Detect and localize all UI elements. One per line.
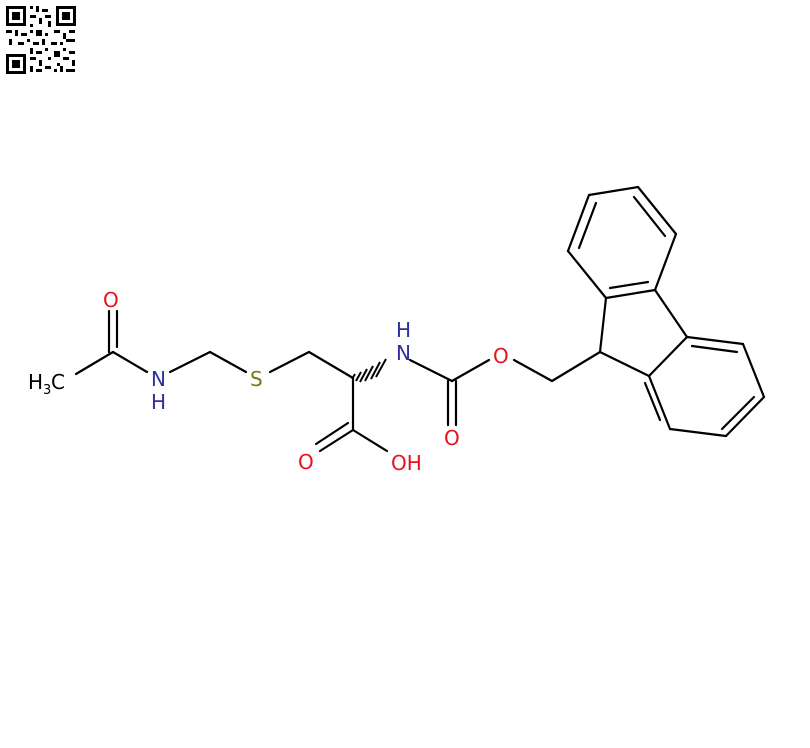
bond-n-carbamate-c [408, 358, 454, 383]
bond-lr-1b [690, 344, 739, 354]
bond-c8a-c4b [647, 335, 689, 378]
bond-lr-1 [685, 335, 745, 346]
bonds [74, 185, 766, 453]
atom-n-carbamate-h: H [396, 318, 411, 342]
atom-o-carbamate-carbonyl: O [444, 426, 460, 450]
bond-s-ch2 [268, 350, 311, 374]
bond-lr-5b [643, 381, 662, 422]
bond-acetyl-n [111, 350, 149, 374]
bond-lr-5 [647, 374, 672, 431]
bond-ur-2b [577, 201, 598, 250]
bond-c9-c9a [598, 296, 608, 354]
atom-n-amide: N [151, 367, 166, 391]
bond-cooh-co-2 [314, 421, 350, 446]
bond-ur-1 [566, 249, 608, 300]
bond-ch2-c9 [550, 350, 602, 383]
bond-cooh-co-1 [318, 428, 355, 453]
bond-c4a-c4b [653, 288, 689, 339]
bond-lr-3 [724, 395, 766, 438]
bond-ur-5 [653, 232, 678, 292]
bond-c9-c8a [598, 350, 651, 378]
atom-ch3-subscript: 3 [43, 383, 51, 398]
bond-n-ch2 [168, 350, 212, 374]
bond-lr-4 [668, 427, 728, 438]
atom-ch3-c: C [51, 370, 65, 394]
bond-ur-3 [587, 185, 640, 197]
bond-lr-2 [741, 342, 766, 399]
bond-ur-6b [608, 280, 650, 290]
atom-n-amide-h: H [151, 390, 166, 414]
atom-o-acid-carbonyl: O [298, 450, 314, 474]
bond-ur-4 [636, 185, 678, 236]
bond-ch2-s [208, 350, 248, 374]
atom-labels: O H 3 C N H S H N O O O OH [28, 288, 509, 475]
atom-sulfur: S [250, 367, 263, 391]
bond-c9a-c4a [604, 288, 657, 300]
atom-ch3-h: H [28, 370, 43, 394]
atom-o-ester: O [493, 344, 509, 368]
hashed-wedge-bond [351, 358, 387, 383]
bond-ch2-calpha [307, 350, 355, 380]
bond-lr-3b [720, 395, 756, 431]
bond-ur-4b [632, 195, 667, 238]
bond-acetyl-ch3 [74, 350, 115, 376]
atom-n-carbamate: N [396, 341, 411, 365]
bond-o-ch2 [512, 358, 554, 383]
qr-code [6, 6, 76, 74]
bond-ur-2 [566, 193, 591, 253]
atom-o-acetyl: O [103, 288, 119, 312]
bond-cooh-oh [351, 428, 389, 453]
bond-carbamate-o [450, 358, 491, 383]
atom-hydroxyl: OH [391, 451, 422, 475]
